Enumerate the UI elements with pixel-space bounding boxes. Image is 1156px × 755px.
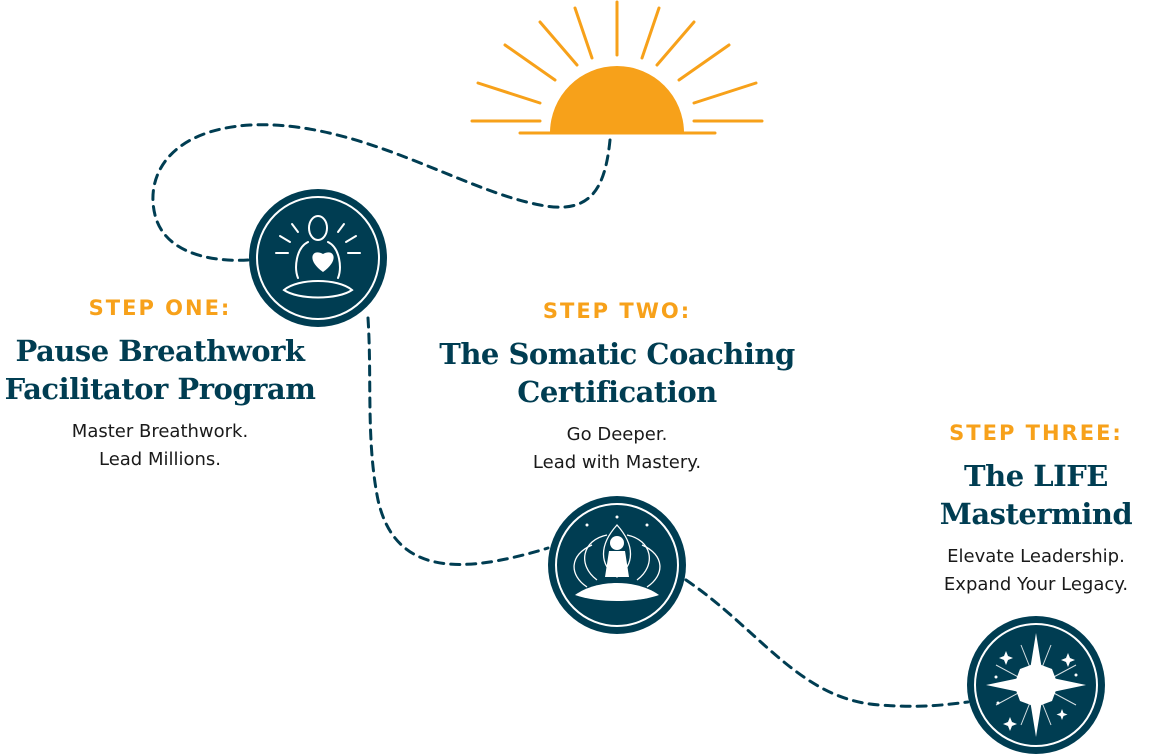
step-subtitle: Elevate Leadership. Expand Your Legacy. [940, 543, 1132, 599]
meditating-heart-icon [249, 189, 387, 327]
step-title-line: Certification [517, 375, 717, 409]
step-title-line: The Somatic Coaching [439, 337, 795, 371]
step-subtitle-line: Lead Millions. [98, 449, 222, 470]
step-title-line: The LIFE [964, 459, 1108, 493]
step-label: STEP TWO: [542, 299, 692, 323]
step-title: The Somatic Coaching Certification [439, 335, 795, 411]
step-subtitle-line: Lead with Mastery. [532, 452, 702, 473]
step-subtitle-line: Expand Your Legacy. [943, 574, 1129, 595]
north-star-icon [967, 616, 1105, 754]
step-subtitle: Master Breathwork. Lead Millions. [5, 418, 316, 474]
step-three: STEP THREE: The LIFE Mastermind Elevate … [939, 421, 1133, 599]
rising-sun-icon [470, 0, 764, 135]
step-subtitle-line: Master Breathwork. [71, 421, 249, 442]
step-title-line: Mastermind [939, 497, 1133, 531]
step-title-line: Facilitator Program [4, 372, 316, 406]
step-subtitle: Go Deeper. Lead with Mastery. [439, 421, 794, 477]
step-subtitle-line: Elevate Leadership. [947, 546, 1125, 567]
step-one: STEP ONE: Pause Breathwork Facilitator P… [5, 296, 316, 474]
dashed-path [151, 123, 970, 708]
step-title: Pause Breathwork Facilitator Program [5, 332, 316, 408]
step-two: STEP TWO: The Somatic Coaching Certifica… [439, 299, 795, 477]
step-title: The LIFE Mastermind [939, 457, 1133, 533]
lotus-meditation-icon [548, 496, 686, 634]
step-label: STEP THREE: [949, 421, 1123, 445]
step-subtitle-line: Go Deeper. [566, 424, 668, 445]
step-label: STEP ONE: [88, 296, 232, 320]
step-title-line: Pause Breathwork [15, 334, 305, 368]
